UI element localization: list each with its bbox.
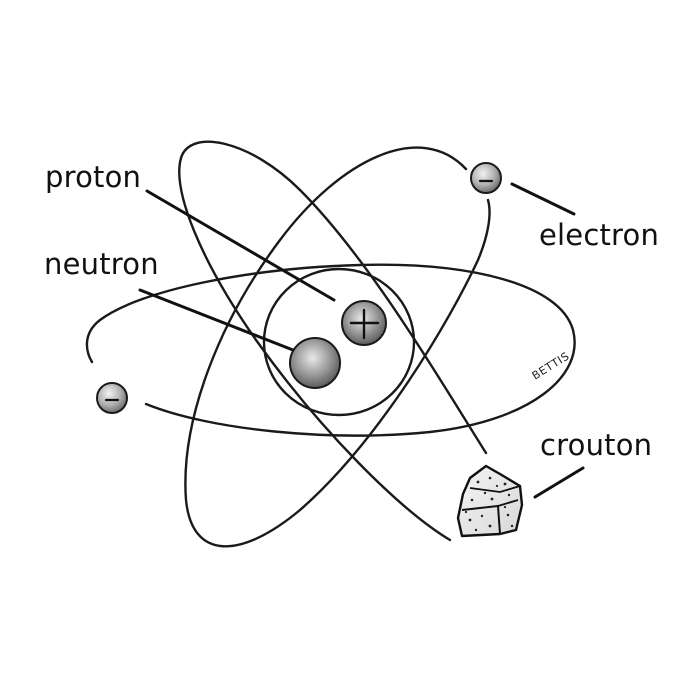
crouton-leader-line (533, 466, 585, 499)
crouton-label: crouton (540, 428, 653, 462)
orbit-right-tilt (178, 140, 488, 542)
orbit-horizontal (85, 263, 576, 437)
electron-leader-line (510, 182, 576, 216)
electron-particle-top (470, 162, 502, 194)
orbit-left-tilt (184, 146, 491, 548)
neutron-label: neutron (44, 247, 159, 281)
neutron-particle (289, 337, 341, 389)
nucleus-outline (262, 267, 416, 417)
electron-label: electron (539, 218, 660, 252)
neutron-leader-line (138, 288, 295, 352)
electron-particle-left (96, 382, 128, 414)
proton-particle (341, 300, 387, 346)
crouton-particle (456, 464, 524, 538)
artist-signature: BETTIS (530, 349, 572, 382)
proton-label: proton (45, 160, 142, 194)
proton-leader-line (145, 189, 336, 302)
